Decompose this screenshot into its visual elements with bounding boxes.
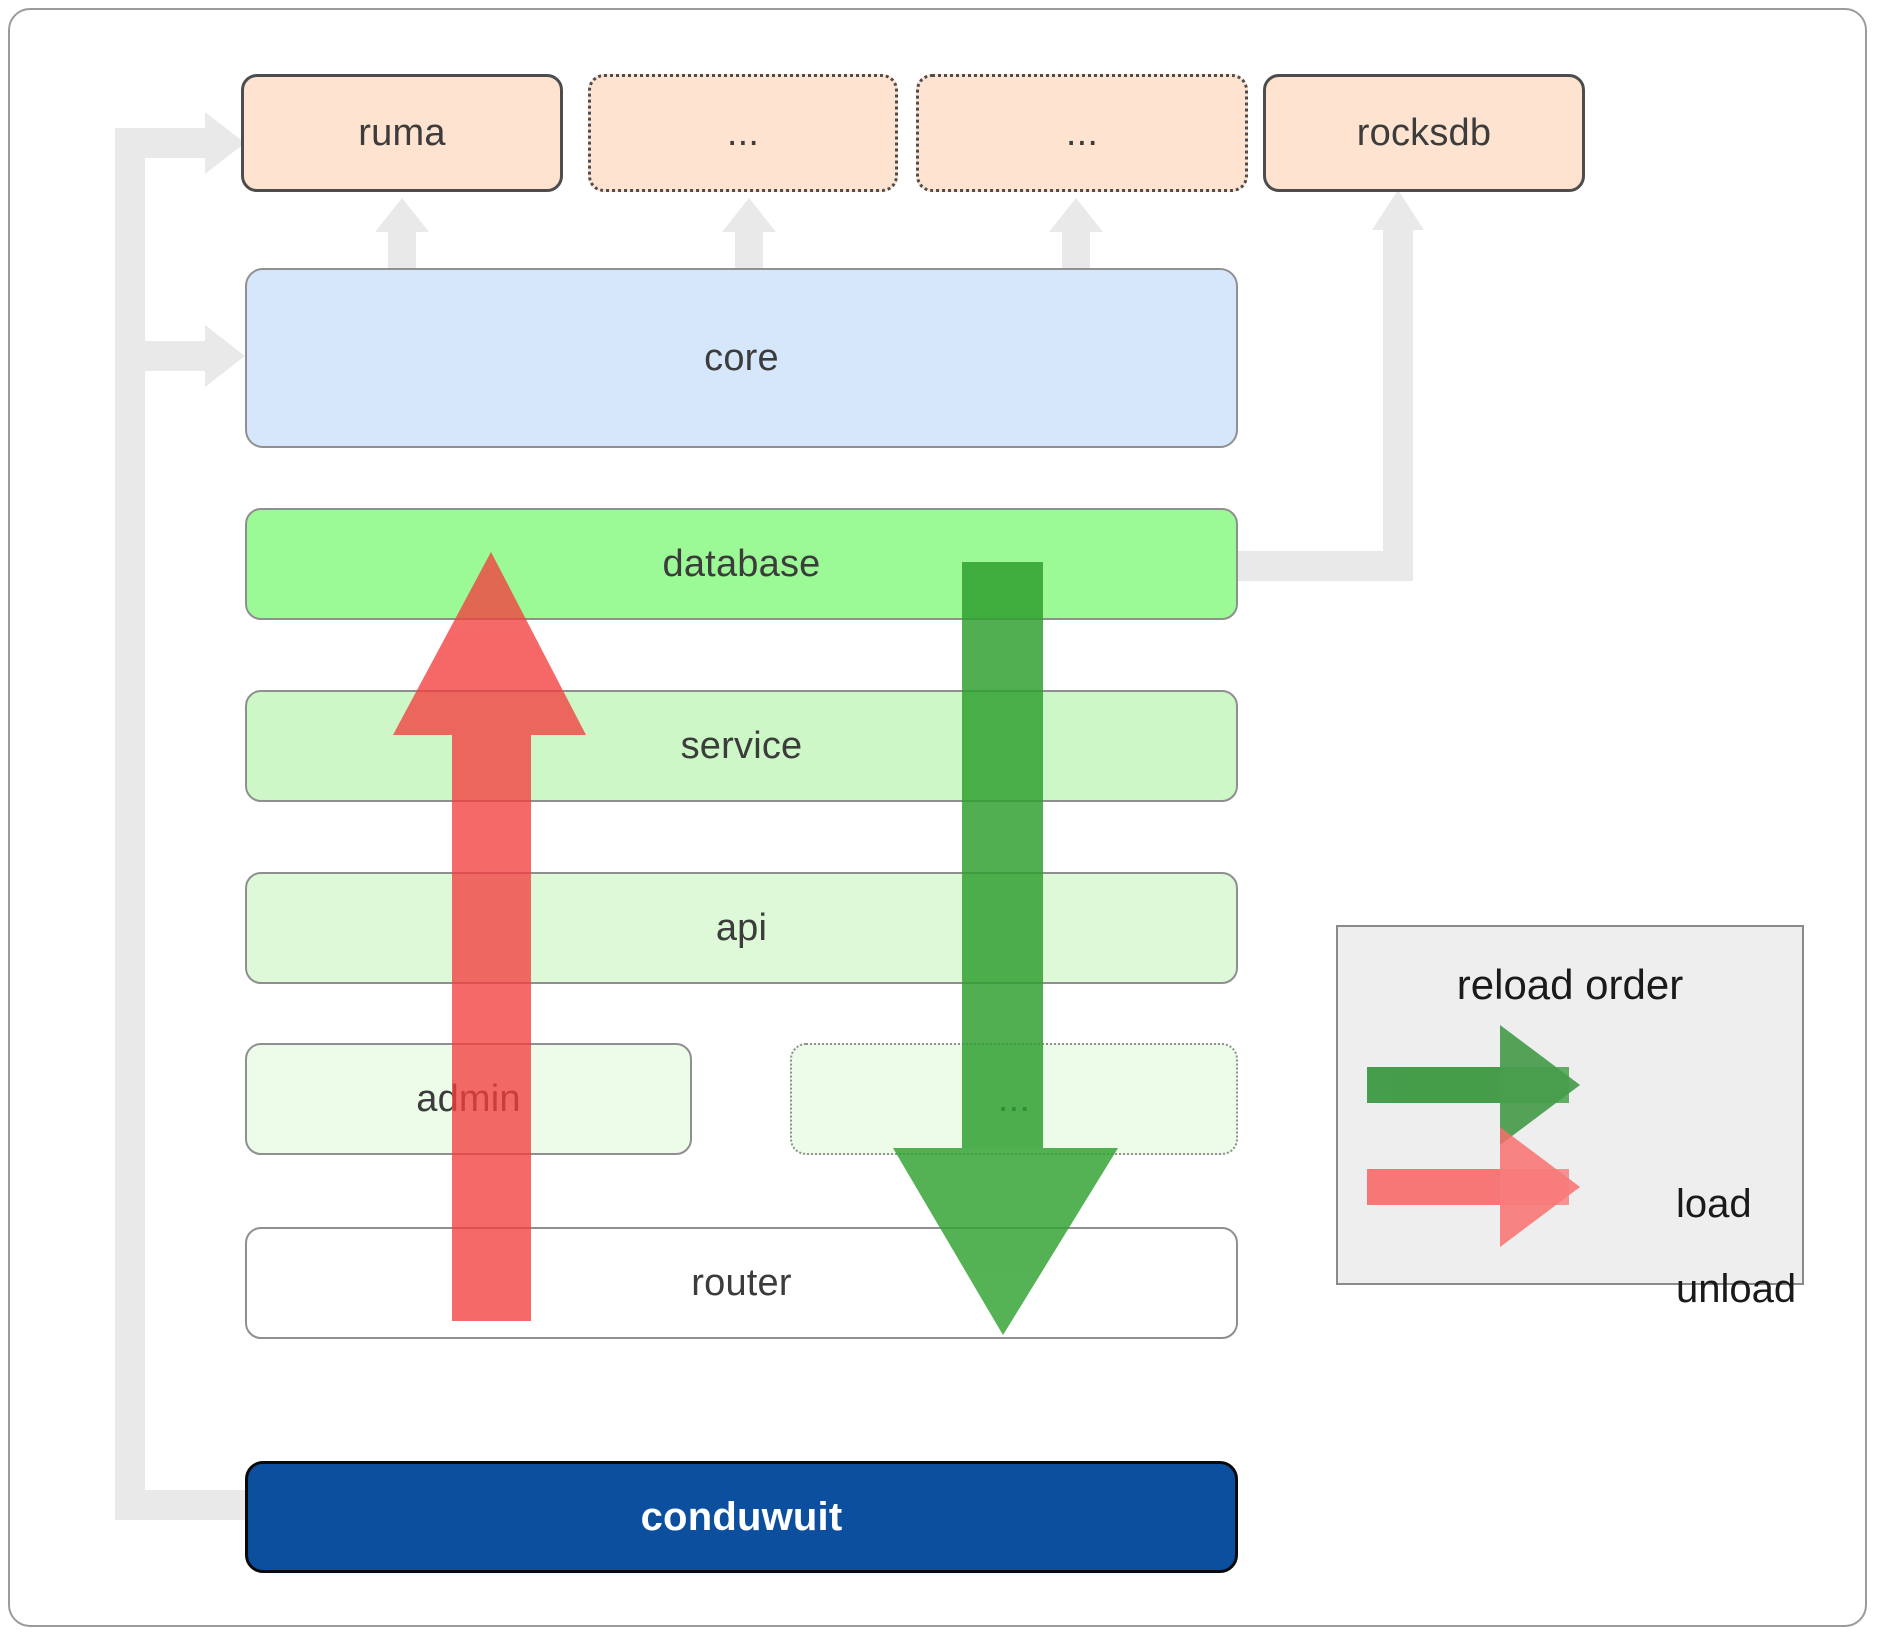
load-flow-arrow [893, 562, 1118, 1335]
unload-flow-arrow-outline [393, 552, 586, 1321]
legend-unload-arrow-icon [1367, 1127, 1580, 1247]
connector-core-to-ruma [375, 198, 429, 275]
legend-title: reload order [1456, 961, 1684, 1008]
legend-panel: reload order load unload [1336, 925, 1804, 1311]
dependency-box-ellipsis-2[interactable]: ... [916, 74, 1248, 192]
load-flow-arrow-outline [893, 562, 1118, 1335]
connector-core-to-ext-2 [1049, 198, 1103, 275]
layer-box-router[interactable]: router [245, 1227, 1238, 1339]
layer-box-api[interactable]: api [245, 872, 1238, 984]
layer-box-core[interactable]: core [245, 268, 1238, 448]
dependency-box-ruma[interactable]: ruma [241, 74, 563, 192]
connector-conduwuit-to-core [115, 325, 245, 387]
legend-label-unload: unload [1676, 1267, 1797, 1311]
legend-label-load: load [1676, 1182, 1752, 1226]
connector-core-to-ext-1 [722, 198, 776, 275]
layer-box-database[interactable]: database [245, 508, 1238, 620]
legend-load-arrow-icon [1367, 1025, 1580, 1145]
connector-database-to-rocksdb [1238, 190, 1424, 581]
unload-flow-arrow [393, 552, 586, 1321]
